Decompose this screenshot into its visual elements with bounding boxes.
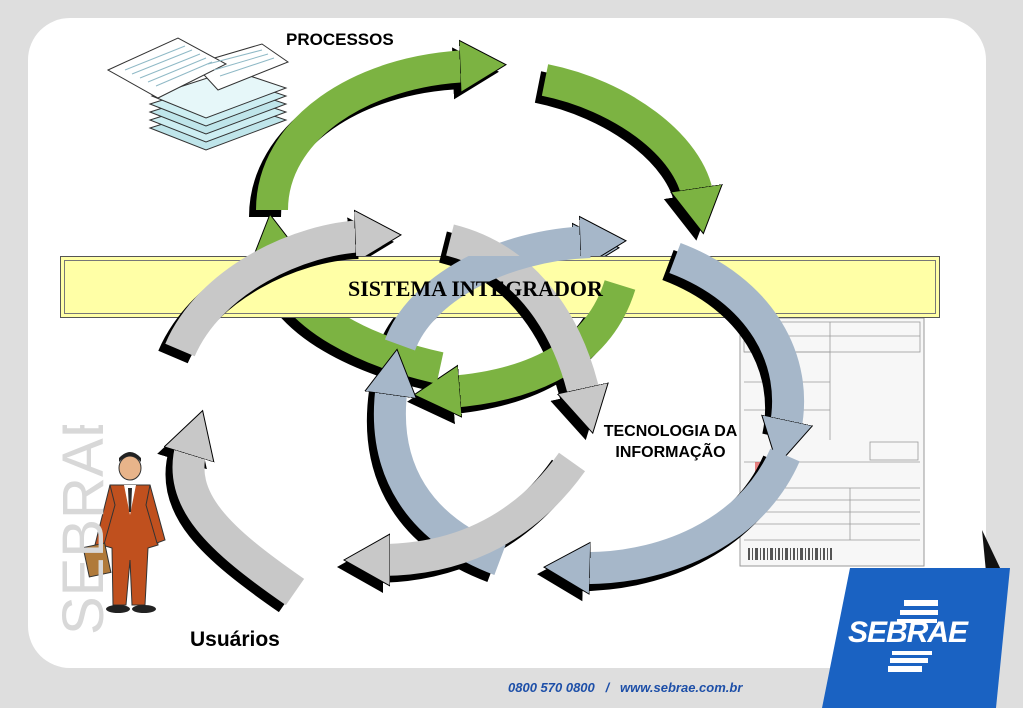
users-label: Usuários — [190, 628, 280, 651]
integrator-label: SISTEMA INTEGRADOR — [348, 276, 603, 301]
it-label: TECNOLOGIA DA INFORMAÇÃO — [578, 421, 763, 463]
gray-arrow-bottom — [380, 452, 586, 560]
documents-stack-icon — [106, 37, 290, 151]
green-arrow-top — [256, 66, 470, 211]
sebrae-logo — [822, 530, 1010, 708]
blue-arrow-bottom — [580, 448, 800, 568]
logo-text: SEBRAE — [848, 616, 968, 649]
gray-arrow-left — [188, 445, 305, 606]
sebrae-watermark: SEBRAE — [55, 425, 115, 635]
processes-label: PROCESSOS — [286, 30, 394, 49]
green-arrow-right — [541, 64, 698, 198]
footer-contact: 0800 570 0800 / www.sebrae.com.br — [508, 680, 743, 695]
watermark-text: SEBRAE — [55, 425, 115, 635]
it-label-line2: INFORMAÇÃO — [615, 444, 726, 461]
it-label-line1: TECNOLOGIA DA — [603, 423, 738, 440]
